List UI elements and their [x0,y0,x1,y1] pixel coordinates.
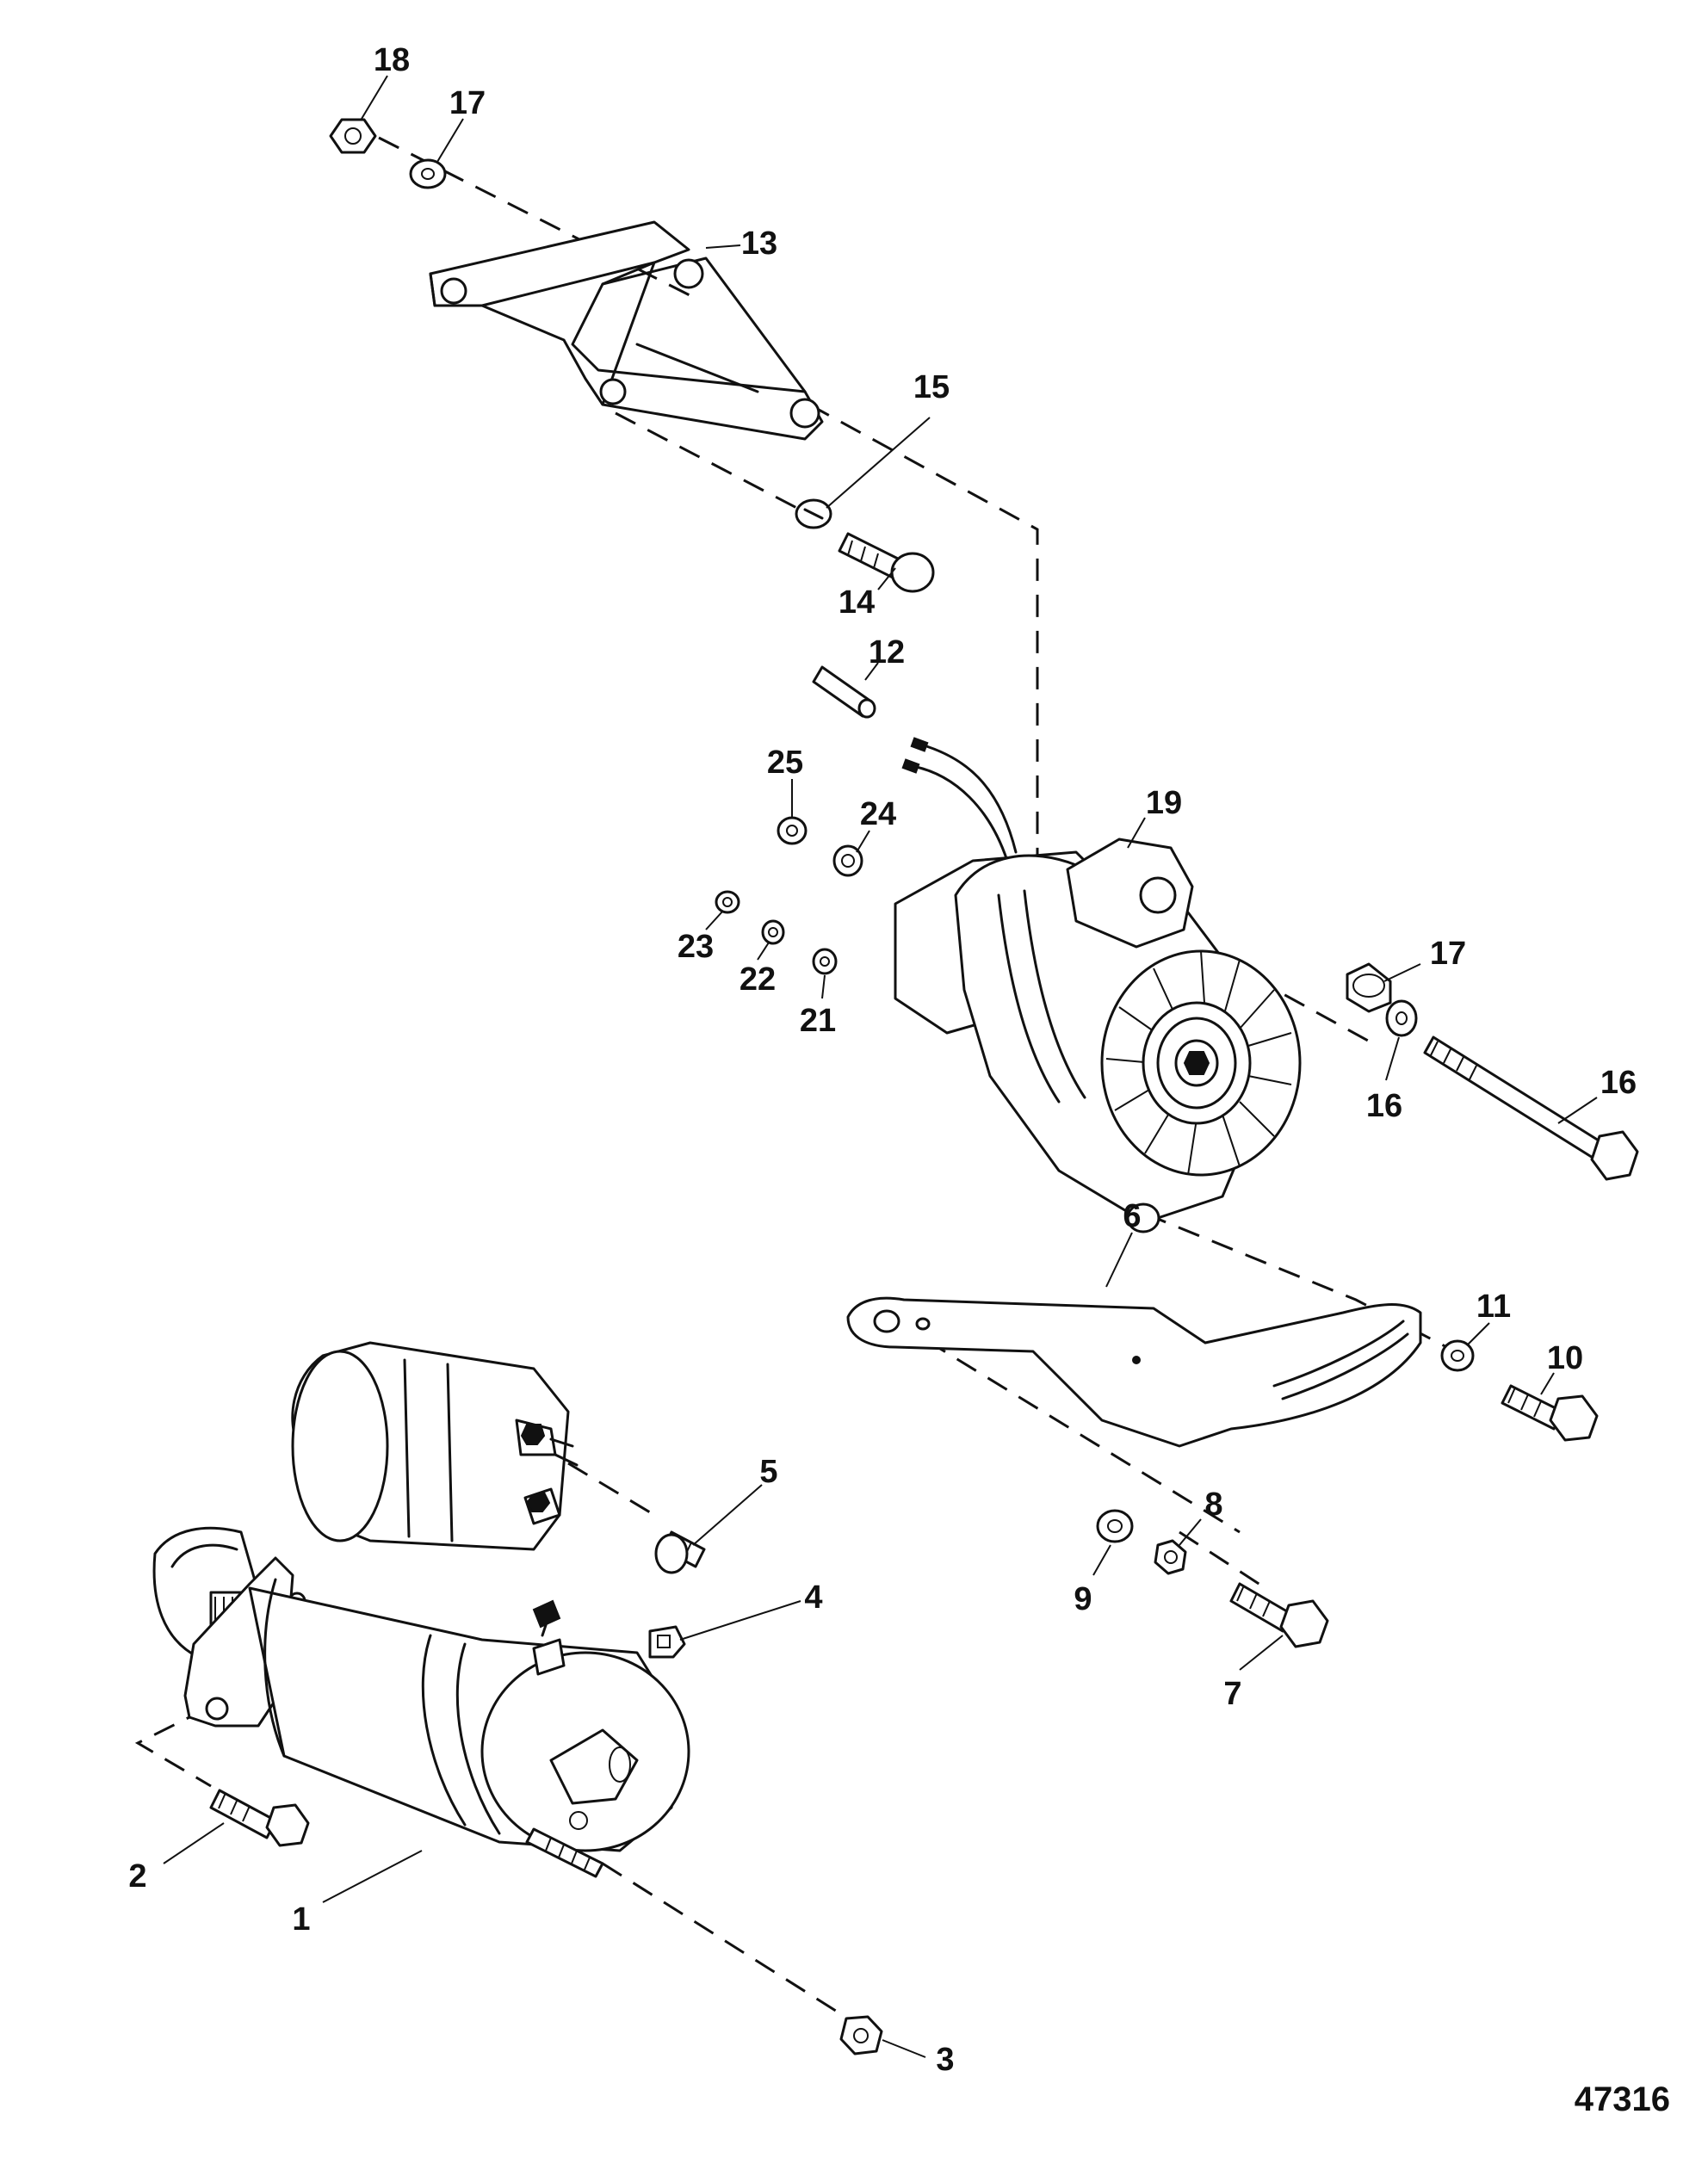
callout-13: 13 [741,226,777,262]
bolt-14 [838,532,935,593]
callout-1: 1 [292,1901,310,1938]
nut-22 [761,919,785,945]
callout-14: 14 [839,584,875,621]
nut-4 [648,1625,686,1659]
adjusting-brace-6 [846,1296,1422,1448]
callout-5: 5 [759,1454,777,1490]
callout-12: 12 [869,634,905,671]
callout-20: 19 [1146,785,1182,821]
callout-labels: 18 17 13 15 14 12 25 24 19 23 22 21 17 1… [128,42,1670,2118]
leader-lines [163,75,1598,2058]
dowel-pin-12 [812,665,876,719]
washer-17-top [409,158,447,189]
callout-16: 16 [1600,1065,1637,1101]
nut-19 [329,118,377,154]
spacer-18 [1346,962,1392,1013]
callout-17-right: 16 [1366,1088,1402,1124]
callout-9: 9 [1074,1581,1092,1617]
callout-25: 25 [767,745,803,781]
bolt-2 [209,1789,310,1847]
callout-8: 8 [1204,1487,1222,1523]
callout-17-top: 17 [449,85,486,121]
callout-10: 10 [1547,1340,1583,1376]
callout-19: 18 [374,42,410,78]
bolt-7 [1229,1582,1329,1648]
callout-6: 6 [1123,1198,1141,1234]
callout-22: 22 [740,961,776,998]
mounting-bracket-13 [429,220,824,441]
callout-15: 15 [913,369,950,405]
callout-23: 23 [678,929,714,965]
bolt-16 [1423,1035,1639,1181]
assembly-lines [134,136,1456,2020]
callout-21: 21 [800,1003,836,1039]
callout-11: 11 [1476,1289,1511,1325]
insulator-25 [777,816,808,845]
callout-4: 4 [804,1579,822,1616]
washer-17-right [1385,999,1418,1037]
callout-7: 7 [1223,1676,1241,1712]
callout-18: 17 [1430,936,1466,972]
bolt-5 [654,1530,706,1574]
nut-8 [1154,1539,1187,1575]
lock-washer-15 [795,498,832,529]
alternator-20 [894,737,1302,1233]
washer-9 [1096,1509,1134,1543]
callout-24: 24 [860,796,896,832]
nut-23 [715,890,740,914]
callout-2: 2 [128,1858,146,1895]
bolt-10 [1501,1384,1599,1442]
washer-24 [832,844,863,877]
nut-3 [839,2015,883,2055]
starter-motor-1 [152,1341,690,1878]
washer-21 [812,948,838,975]
figure-number: 47316 [1575,2080,1670,2118]
callout-3: 3 [936,2042,954,2078]
washer-11 [1440,1339,1475,1372]
